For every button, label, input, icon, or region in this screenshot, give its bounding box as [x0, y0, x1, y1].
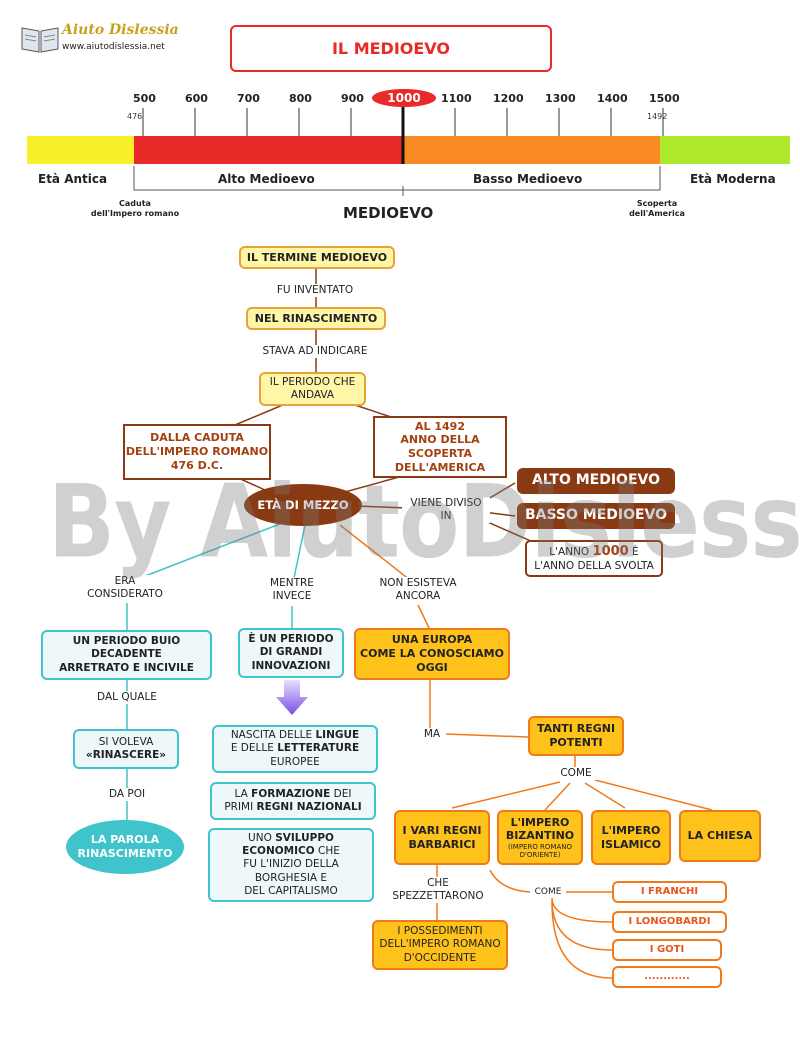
lingue-t4: LETTERATURE [277, 742, 360, 755]
tick-500: 500 [133, 92, 156, 105]
start-note: Caduta dell'Impero romano [90, 199, 180, 218]
node-regni-barbarici: I VARI REGNI BARBARICI [394, 810, 490, 865]
segment-eta-moderna [660, 136, 790, 164]
node-alto-medioevo: ALTO MEDIOEVO [517, 468, 675, 494]
formazione-t4: PRIMI [224, 801, 257, 813]
node-termine-medioevo: IL TERMINE MEDIOEVO [239, 246, 395, 269]
label-non-esisteva: NON ESISTEVA ANCORA [370, 577, 466, 604]
node-periodo-buio: UN PERIODO BUIO DECADENTE ARRETRATO E IN… [41, 630, 212, 680]
bizantino-sub: (IMPERO ROMANO D'ORIENTE) [507, 843, 573, 860]
formazione-t2: FORMAZIONE [251, 787, 331, 800]
page-title: IL MEDIOEVO [230, 25, 552, 72]
node-formazione: LA FORMAZIONE DEI PRIMI REGNI NAZIONALI [210, 782, 376, 820]
tick-700: 700 [237, 92, 260, 105]
label-viene-diviso: VIENE DIVISO IN [402, 497, 490, 524]
lingue-t1: NASCITA DELLE [230, 729, 316, 742]
label-dal-quale: DAL QUALE [70, 691, 184, 705]
logo: Aiuto Dislessia www.aiutodislessia.net [20, 22, 180, 58]
tick-1200: 1200 [493, 92, 524, 105]
sviluppo-t7: DEL CAPITALISMO [244, 884, 338, 897]
tick-600: 600 [185, 92, 208, 105]
end-note: Scoperta dell'America [629, 199, 685, 218]
node-chiesa: LA CHIESA [679, 810, 761, 862]
logo-name: Aiuto Dislessia [62, 22, 179, 38]
node-europa: UNA EUROPA COME LA CONOSCIAMO OGGI [354, 628, 510, 680]
label-mentre-invece: MENTRE INVECE [250, 577, 334, 604]
node-parola-rinascimento: LA PAROLA RINASCIMENTO [66, 820, 184, 874]
label-alto-medioevo: Alto Medioevo [218, 172, 315, 186]
label-ma: MA [418, 728, 446, 742]
node-basso-medioevo: BASSO MEDIOEVO [517, 503, 675, 529]
segment-eta-antica [27, 136, 134, 164]
formazione-t1: LA [234, 787, 252, 800]
node-grandi-innovazioni: È UN PERIODO DI GRANDI INNOVAZIONI [238, 628, 344, 678]
anno-1000-post: È [628, 545, 639, 558]
sviluppo-t5: FU L'INIZIO DELLA [243, 858, 339, 871]
node-possedimenti: I POSSEDIMENTI DELL'IMPERO ROMANO D'OCCI… [372, 920, 508, 970]
label-come: COME [553, 767, 599, 781]
tick-1000: 1000 [372, 89, 436, 107]
tick-1400: 1400 [597, 92, 628, 105]
node-impero-bizantino: L'IMPERO BIZANTINO (IMPERO ROMANO D'ORIE… [497, 810, 583, 865]
label-fu-inventato: FU INVENTATO [250, 284, 380, 298]
formazione-t3: DEI [330, 787, 352, 800]
node-dots: ............ [612, 966, 722, 988]
sviluppo-t4: CHE [314, 845, 340, 858]
segment-alto-medioevo [134, 136, 403, 164]
lingue-t3: E DELLE [230, 742, 278, 755]
node-al-1492: AL 1492 ANNO DELLA SCOPERTA DELL'AMERICA [373, 416, 507, 478]
span-label: MEDIOEVO [343, 204, 434, 222]
tick-800: 800 [289, 92, 312, 105]
timeline-ticks [133, 106, 664, 196]
node-tanti-regni: TANTI REGNI POTENTI [528, 716, 624, 756]
formazione-t5: REGNI NAZIONALI [256, 801, 362, 813]
tick-1100: 1100 [441, 92, 472, 105]
bizantino-text: L'IMPERO BIZANTINO [505, 815, 575, 843]
start-year: 476 [127, 112, 143, 121]
sviluppo-t3: ECONOMICO [242, 845, 315, 858]
anno-1000-svolta: L'ANNO DELLA SVOLTA [534, 560, 654, 573]
label-eta-antica: Età Antica [38, 172, 108, 186]
sviluppo-t1: UNO [248, 832, 276, 845]
rinascere-text: «RINASCERE» [85, 749, 167, 761]
node-periodo: IL PERIODO CHE ANDAVA [259, 372, 366, 406]
node-lingue: NASCITA DELLE LINGUE E DELLE LETTERATURE… [212, 725, 378, 773]
sviluppo-t2: SVILUPPO [275, 832, 334, 845]
node-dalla-caduta: DALLA CADUTA DELL'IMPERO ROMANO 476 D.C. [123, 424, 271, 480]
tick-900: 900 [341, 92, 364, 105]
end-year: 1492 [647, 112, 668, 121]
segment-basso-medioevo [403, 136, 660, 164]
si-voleva-text: SI VOLEVA [98, 735, 154, 748]
node-impero-islamico: L'IMPERO ISLAMICO [591, 810, 671, 865]
sviluppo-t6: BORGHESIA E [254, 871, 328, 884]
tick-1500: 1500 [649, 92, 680, 105]
lingue-t2: LINGUE [315, 729, 360, 742]
label-era-considerato: ERA CONSIDERATO [70, 575, 180, 602]
arrow-down-icon [276, 680, 308, 715]
node-goti: I GOTI [612, 939, 722, 961]
label-che-spezzettarono: CHE SPEZZETTARONO [383, 877, 493, 904]
tick-1300: 1300 [545, 92, 576, 105]
anno-1000-pre: L'ANNO [549, 545, 593, 558]
anno-1000-number: 1000 [592, 543, 629, 559]
logo-url: www.aiutodislessia.net [62, 42, 165, 52]
node-longobardi: I LONGOBARDI [612, 911, 727, 933]
label-da-poi: DA POI [90, 788, 164, 802]
node-franchi: I FRANCHI [612, 881, 727, 903]
lingue-t5: EUROPEE [270, 755, 320, 768]
book-icon [21, 27, 59, 53]
node-eta-di-mezzo: ETÀ DI MEZZO [244, 484, 362, 526]
node-anno-1000: L'ANNO 1000 È L'ANNO DELLA SVOLTA [525, 540, 663, 577]
label-basso-medioevo: Basso Medioevo [473, 172, 583, 186]
node-sviluppo: UNO SVILUPPO ECONOMICO CHE FU L'INIZIO D… [208, 828, 374, 902]
node-rinascimento: NEL RINASCIMENTO [246, 307, 386, 330]
label-eta-moderna: Età Moderna [690, 172, 776, 186]
node-si-voleva: SI VOLEVA «RINASCERE» [73, 729, 179, 769]
label-stava-indicare: STAVA AD INDICARE [240, 345, 390, 359]
label-come-2: COME [530, 887, 566, 899]
